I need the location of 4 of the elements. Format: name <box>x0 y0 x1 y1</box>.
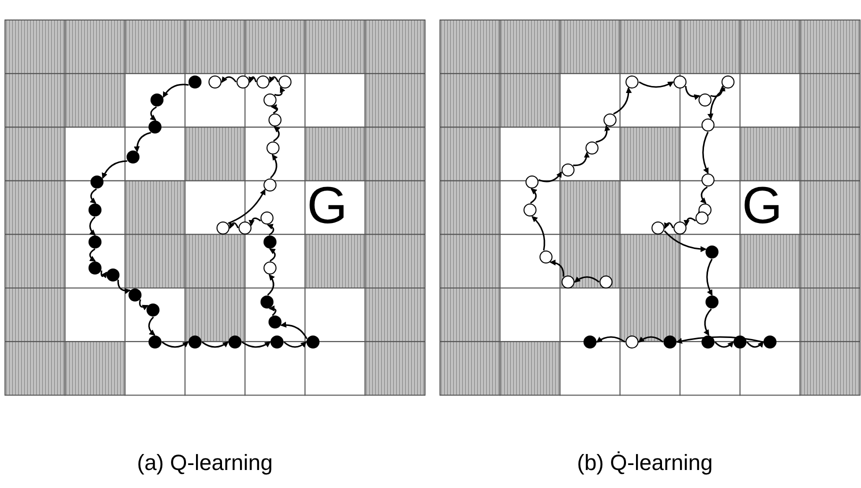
caption: (b) Q̇-learning <box>577 452 713 474</box>
goal-letter: G <box>742 180 782 232</box>
goal-letter: G <box>307 180 348 232</box>
caption: (a) Q-learning <box>137 452 273 474</box>
